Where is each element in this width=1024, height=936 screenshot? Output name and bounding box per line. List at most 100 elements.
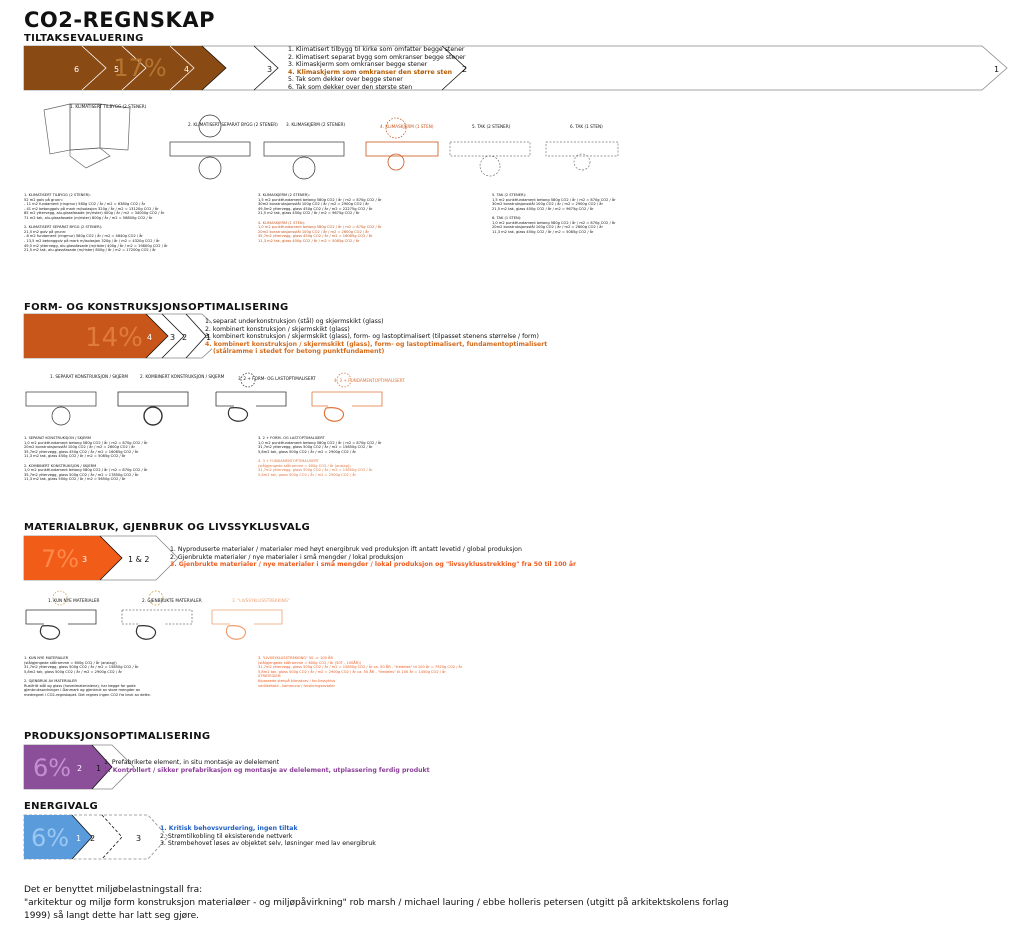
section-heading-form: FORM- OG KONSTRUKSJONSOPTIMALISERING (24, 302, 289, 313)
list-item: 1. Prefabrikerte element, in situ montas… (104, 759, 280, 766)
prod-arrow-scale: 6% 2 1 (23, 744, 135, 790)
diagram-tilbygg (43, 103, 131, 169)
diagram-fundamentopt (311, 372, 383, 422)
step-1: 1 (76, 834, 81, 843)
step-divider (185, 313, 207, 359)
list-item: 2. Strømtilkobling til eksisterende nett… (160, 832, 293, 840)
page-title: CO2-REGNSKAP (24, 8, 215, 32)
form-notes-col1: 1. SEPARAT KONSTRUKSJON / SKJERM 1,0 m2 … (24, 436, 148, 482)
step-divider (201, 45, 227, 91)
note-line: 2. KLIMATISERT SEPARAT BYGG (2 STENER): (24, 225, 103, 230)
list-item-highlight: 1. Kritisk behovsvurdering, ingen tiltak (160, 825, 298, 832)
note-line: 1,0 m2 punktfundament betong 580g CO2 / … (258, 440, 382, 445)
step-3: 3 (267, 65, 272, 74)
form-diagrams (25, 372, 383, 426)
step-1: 1 (96, 764, 101, 773)
note-line-highlight: 11,3 m2 tak, glass 450g CO2 / år / m2 = … (258, 238, 360, 243)
step-divider (81, 45, 107, 91)
note-line: 1. KUN NYE MATERIALER (24, 656, 69, 660)
step-4: 4 (184, 65, 189, 74)
diagram-tak-1 (545, 141, 619, 171)
diagram-label-3: 3. 2 + FORM- OG LASTOPTIMALISERT (238, 376, 316, 381)
form-arrow-scale: 14% 4 3 2 1 (23, 313, 212, 359)
step-1: 1 (994, 65, 999, 74)
note-line: 1,5 m2 punktfundament betong 580g CO2 / … (258, 197, 382, 202)
list-item-highlight: 2. Kontrollert / sikker prefabrikasjon o… (104, 766, 430, 774)
tiltak-notes-col1: 1. KLIMATISERT TILBYGG (2 STENER): 52 m2… (24, 193, 168, 253)
step-divider (253, 45, 279, 91)
note-line: 3. 2 + FORM- OG LASTOPTIMALISERT (258, 436, 325, 440)
note-line-highlight: 20m2 konstruksjonsstål 100g CO2 / år / m… (258, 229, 369, 234)
form-list: 1. separat underkonstruksjon (stål) og s… (205, 318, 547, 356)
material-list: 1. Nyproduserte materialer / materialer … (170, 546, 576, 569)
step-3: 3 (136, 834, 141, 843)
section-heading-energi: ENERGIVALG (24, 801, 99, 812)
step-divider (121, 45, 147, 91)
note-line: 35,7m2 yttervegg, glass 450g CO2 / år / … (24, 449, 139, 454)
list-item: 1. Nyproduserte materialer / materialer … (170, 546, 522, 553)
step-divider (101, 814, 123, 860)
note-line: 49,5 m2 yttervegg, alu-glassfasade (m/ri… (24, 243, 168, 248)
diagram-label-2: 2. GJENBRUKTE MATERIALER (142, 598, 202, 603)
form-percent: 14% (85, 323, 143, 353)
note-line-highlight: 35,7m2 yttervegg, glass 450g CO2 / år / … (258, 234, 373, 239)
step-5: 5 (114, 65, 119, 74)
tiltak-diagrams (43, 103, 619, 180)
note-line: - 13,5 m2 betonggolv på mark m/isolasjon… (24, 238, 160, 243)
prod-percent: 6% (33, 754, 71, 782)
step-2: 2 (182, 333, 187, 342)
material-notes-col1: 1. KUN NYE MATERIALER (stålgjengede stål… (24, 656, 151, 697)
diagram-label-6: 6. TAK (1 STEN) (570, 124, 603, 129)
note-line: 5,8m2 tak, glass 500g CO2 / år / m2 = 29… (258, 449, 357, 454)
diagram-klimaskjerm-1 (365, 117, 439, 171)
step-3: 3 (170, 333, 175, 342)
note-line-highlight: vedlikehold - kommune / forsikringsavtal… (258, 683, 335, 688)
note-line-highlight: 1,0 m2 punktfundament betong 580g CO2 / … (258, 225, 382, 230)
note-line: 31,7m2 yttervegg, glass 500g CO2 / år / … (258, 445, 373, 450)
step-divider (99, 535, 123, 581)
step-1: 1 (206, 333, 211, 342)
step-6: 6 (74, 65, 79, 74)
note-line: 85 m2 yttervegg, alu-glassfasade (m/rist… (24, 211, 165, 216)
note-line: 11,3 m2 tak, glass 450g CO2 / år / m2 = … (24, 454, 126, 459)
note-line-highlight: 5,8m2 tak, glass 500g CO2 / år / m2 = 29… (258, 669, 446, 674)
note-line: 1. KLIMATISERT TILBYGG (2 STENER): (24, 193, 91, 197)
tiltak-list: 1. Klimatisert tilbygg til kirke som omf… (288, 46, 465, 92)
diagram-label-3: 3. "LIVSSYKLUSSTREKKING" (232, 598, 290, 603)
diagram-formopt (215, 372, 287, 422)
diagram-label-1: 1. KLIMATISERT TILBYGG (2 STENER) (70, 104, 147, 109)
tiltak-percent: 17% (113, 54, 166, 82)
note-line: - 41 m2 betonggolv på mark m/isolasjon 3… (24, 206, 159, 211)
step-2: 2 (77, 764, 82, 773)
material-fill-bar (24, 536, 122, 580)
section-heading-material: MATERIALBRUK, GJENBRUK OG LIVSSYKLUSVALG (24, 522, 311, 533)
list-item: 2. kombinert konstruksjon / skjermskikt … (205, 325, 350, 333)
diagram-klimaskjerm-2 (263, 141, 345, 180)
note-line: - 8 m2 fundament (ringmur) 580g CO2 / år… (24, 234, 143, 239)
list-item: 2. Gjenbrukte materialer / nye materiale… (170, 553, 404, 561)
form-notes-col2: 3. 2 + FORM- OG LASTOPTIMALISERT 1,0 m2 … (258, 436, 382, 477)
diagram-label-3: 3. KLIMASKJERM (2 STENER) (286, 122, 346, 127)
footer-line: "arkitektur og miljø form konstruksjon m… (24, 898, 729, 908)
step-3: 3 (82, 555, 87, 564)
note-line: 21,5 m2 tak, alu-glassfasade (m/rister) … (24, 248, 156, 253)
note-line: 6. TAK (1 STEN): (492, 215, 522, 220)
note-line: 1,0 m2 punktfundament betong 580g CO2 / … (24, 440, 148, 445)
note-line: 1,5 m2 punktfundament betong 580g CO2 / … (492, 197, 616, 202)
list-item-highlight: 4. kombinert konstruksjon / skjermskikt … (205, 340, 548, 348)
note-line: 20m2 konstruksjonsstål 100g CO2 / år / m… (492, 225, 603, 230)
energi-fill-bar (24, 815, 92, 859)
note-line: 2. GJENBRUK AV MATERIALER (24, 678, 77, 683)
list-item: 3. Klimaskjerm som omkranser begge stene… (288, 61, 428, 69)
note-line-highlight: 31,7m2 yttervegg, glass 500g CO2 / år / … (258, 468, 373, 473)
diagram-label-2: 2. KLIMATISERT SEPARAT BYGG (2 STENER) (188, 122, 278, 127)
energi-list: 1. Kritisk behovsvurdering, ingen tiltak… (160, 825, 376, 848)
note-line: medregnet i CO2-regnskapet. Det regnes i… (24, 692, 151, 697)
note-line-highlight: STRATEGIER: (258, 674, 282, 679)
note-line: 2. KOMBINERT KONSTRUKSJON / SKJERM (24, 463, 97, 468)
diagram-label-1: 1. SEPARAT KONSTRUKSJON / SKJERM (50, 374, 129, 379)
note-line-highlight: tilpassede stenpå klimakrav / for-livssy… (258, 678, 336, 683)
material-percent: 7% (41, 545, 79, 573)
note-line-highlight: (stålgjengede stålramme = 600g CO2 / år … (258, 660, 362, 665)
list-item: 3. Strømbehovet løses av objektet selv, … (160, 840, 376, 848)
